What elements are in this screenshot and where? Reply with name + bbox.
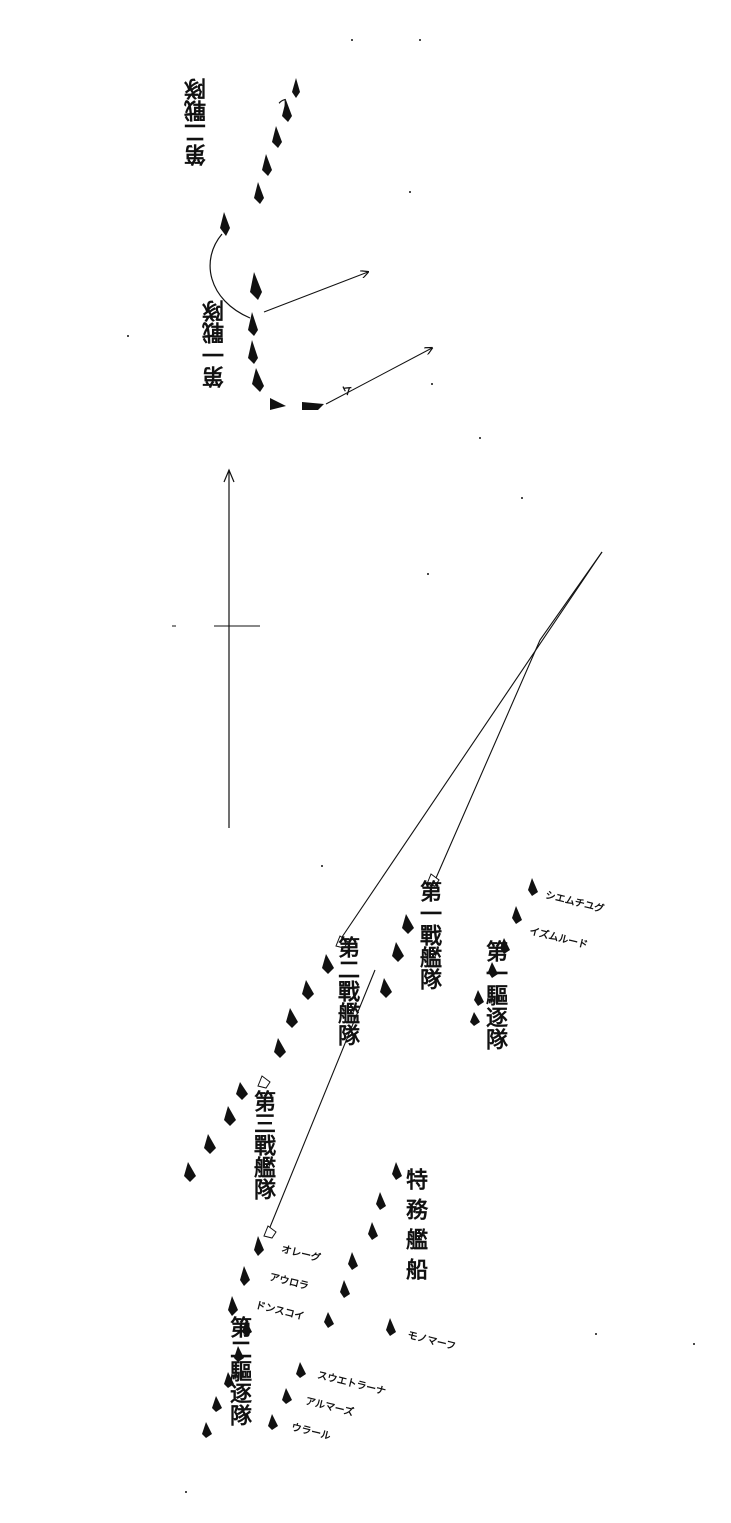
ship-icon	[254, 1236, 264, 1256]
ship-icon	[224, 1106, 236, 1126]
flagship-icon	[426, 873, 440, 887]
russian-second-battle-squadron-ships	[274, 935, 349, 1058]
turn-path	[209, 233, 251, 319]
ship-icon	[500, 938, 510, 954]
course-arrow	[325, 348, 432, 405]
ship-icon	[512, 906, 522, 924]
ship-icon	[392, 1162, 402, 1180]
russian-first-destroyer-division-ships	[470, 878, 538, 1026]
ship-icon	[282, 1388, 292, 1404]
ship-icon	[340, 1280, 350, 1298]
course-arrow	[263, 272, 368, 313]
flag-marker-b: ム	[342, 384, 352, 395]
russian-third-battle-squadron-ships	[184, 1075, 271, 1182]
flagship-icon	[257, 1075, 271, 1089]
ship-icon	[324, 1312, 334, 1328]
ship-icon	[270, 398, 286, 410]
ship-icon	[392, 942, 404, 962]
ship-icon	[302, 402, 324, 410]
ship-icon	[322, 954, 334, 974]
ship-icon	[528, 878, 538, 896]
ship-icon	[204, 1134, 216, 1154]
ship-icon	[228, 1296, 238, 1316]
ship-icon	[402, 914, 414, 934]
second-battle-squadron-label: 第二戰艦隊	[334, 936, 360, 1046]
ship-icon	[296, 1362, 306, 1378]
cruiser-column-ships	[202, 1225, 306, 1438]
flagship-icon	[250, 272, 262, 300]
ship-icon	[242, 1320, 252, 1336]
ship-icon	[386, 1318, 396, 1336]
ship-icon	[254, 182, 264, 204]
japanese-first-squadron-label: 第一戰隊	[202, 300, 228, 388]
japanese-second-squadron-label: 第二戰隊	[184, 78, 210, 166]
ship-icon	[474, 990, 484, 1006]
ship-icon	[302, 980, 314, 1000]
japanese-second-squadron-ships	[220, 78, 300, 236]
ship-icon	[488, 962, 498, 978]
ship-icon	[376, 1192, 386, 1210]
ship-icon	[212, 1396, 222, 1412]
ship-icon	[202, 1422, 212, 1438]
ship-icon	[274, 1038, 286, 1058]
ship-icon	[262, 154, 272, 176]
compass-icon	[172, 468, 260, 828]
ship-icon	[184, 1162, 196, 1182]
flagship-icon	[335, 935, 349, 949]
second-destroyer-division-label: 第二驅逐隊	[226, 1316, 252, 1426]
ship-icon	[248, 340, 258, 364]
ship-icon	[240, 1266, 250, 1286]
third-battle-squadron-label: 第三戰艦隊	[250, 1090, 276, 1200]
russian-first-battle-squadron-ships	[380, 873, 440, 998]
first-destroyer-division-label: 第一驅逐隊	[482, 940, 508, 1050]
ship-icon	[220, 212, 230, 236]
russian-tracks	[267, 551, 603, 1233]
ship-icon	[248, 312, 258, 336]
flagship-icon	[263, 1225, 277, 1239]
specks	[127, 39, 695, 1493]
ship-icon	[286, 1008, 298, 1028]
ship-icon	[282, 100, 292, 122]
ship-icon	[224, 1372, 234, 1388]
japanese-first-squadron-ships	[248, 272, 324, 410]
ship-icon	[234, 1346, 244, 1362]
special-service-ships	[324, 1162, 402, 1336]
ship-icon	[292, 78, 300, 98]
first-battle-squadron-label: 第一戰艦隊	[416, 880, 442, 990]
flag-marker-a: レ	[278, 96, 288, 107]
special-service-ships-label: 特務艦船	[402, 1168, 428, 1288]
ship-icon	[470, 1012, 480, 1026]
ship-icon	[380, 978, 392, 998]
ship-icon	[368, 1222, 378, 1240]
ship-icon	[348, 1252, 358, 1270]
ship-icon	[272, 126, 282, 148]
ship-icon	[268, 1414, 278, 1430]
ship-icon	[236, 1082, 248, 1100]
ship-icon	[252, 368, 264, 392]
